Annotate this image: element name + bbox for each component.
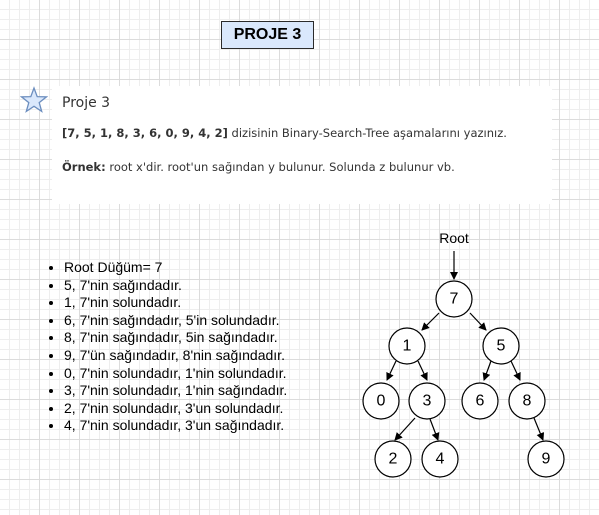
edge-1-3	[417, 360, 428, 381]
list-item: 9, 7'ün sağındadır, 8'nin sağındadır.	[64, 347, 287, 365]
edge-3-4	[429, 418, 440, 441]
tree-node-circle	[388, 327, 426, 365]
tree-node-circle	[374, 440, 412, 478]
star-icon	[20, 86, 48, 113]
edge-7-1	[421, 312, 440, 331]
bst-steps-list: Root Düğüm= 7 5, 7'nin sağındadır. 1, 7'…	[44, 259, 287, 435]
tree-node-circle	[362, 382, 400, 420]
list-item: 2, 7'nin solundadır, 3'un solundadır.	[64, 400, 287, 418]
tree-node-label: 4	[436, 451, 445, 468]
tree-node-circle	[435, 280, 473, 318]
list-item: 5, 7'nin sağındadır.	[64, 277, 287, 295]
edge-5-6	[482, 360, 492, 381]
tree-node-circle	[461, 382, 499, 420]
list-item: 3, 7'nin solundadır, 1'nin sağındadır.	[64, 382, 287, 400]
task-text: dizisinin Binary-Search-Tree aşamalarını…	[227, 126, 507, 140]
tree-node-circle	[408, 382, 446, 420]
edge-3-2	[394, 417, 416, 441]
page-title: PROJE 3	[221, 21, 314, 49]
list-item: 4, 7'nin solundadır, 3'un sağındadır.	[64, 417, 287, 435]
task-description: [7, 5, 1, 8, 3, 6, 0, 9, 4, 2] dizisinin…	[62, 125, 542, 141]
edge-7-5	[469, 312, 487, 331]
list-item: 0, 7'nin solundadır, 1'nin solundadır.	[64, 365, 287, 383]
example-description: Örnek: root x'dir. root'un sağından y bu…	[62, 159, 542, 175]
tree-node-circle	[482, 327, 520, 365]
tree-node-label: 9	[542, 451, 551, 468]
root-label: Root	[439, 230, 469, 246]
tree-node-label: 2	[389, 451, 398, 468]
tree-node-label: 7	[450, 291, 459, 308]
array-text: [7, 5, 1, 8, 3, 6, 0, 9, 4, 2]	[62, 126, 228, 140]
edge-8-9	[533, 417, 545, 441]
list-item: 8, 7'nin sağındadır, 5in sağındadır.	[64, 329, 287, 347]
list-item: 1, 7'nin solundadır.	[64, 294, 287, 312]
list-item: Root Düğüm= 7	[64, 259, 287, 277]
list-item: 6, 7'nin sağındadır, 5'in solundadır.	[64, 312, 287, 330]
project-card: Proje 3 [7, 5, 1, 8, 3, 6, 0, 9, 4, 2] d…	[52, 86, 552, 204]
card-title: Proje 3	[62, 95, 111, 111]
edge-1-0	[386, 360, 397, 381]
tree-node-label: 0	[377, 393, 386, 410]
tree-node-circle	[527, 440, 565, 478]
example-label: Örnek:	[62, 160, 106, 174]
edge-5-8	[510, 360, 521, 381]
tree-node-label: 8	[523, 393, 532, 410]
tree-node-label: 3	[423, 393, 432, 410]
tree-node-circle	[508, 382, 546, 420]
tree-node-circle	[421, 440, 459, 478]
tree-node-label: 6	[476, 393, 485, 410]
example-text: root x'dir. root'un sağından y bulunur. …	[105, 160, 455, 174]
tree-node-label: 1	[403, 338, 412, 355]
tree-node-label: 5	[497, 338, 506, 355]
